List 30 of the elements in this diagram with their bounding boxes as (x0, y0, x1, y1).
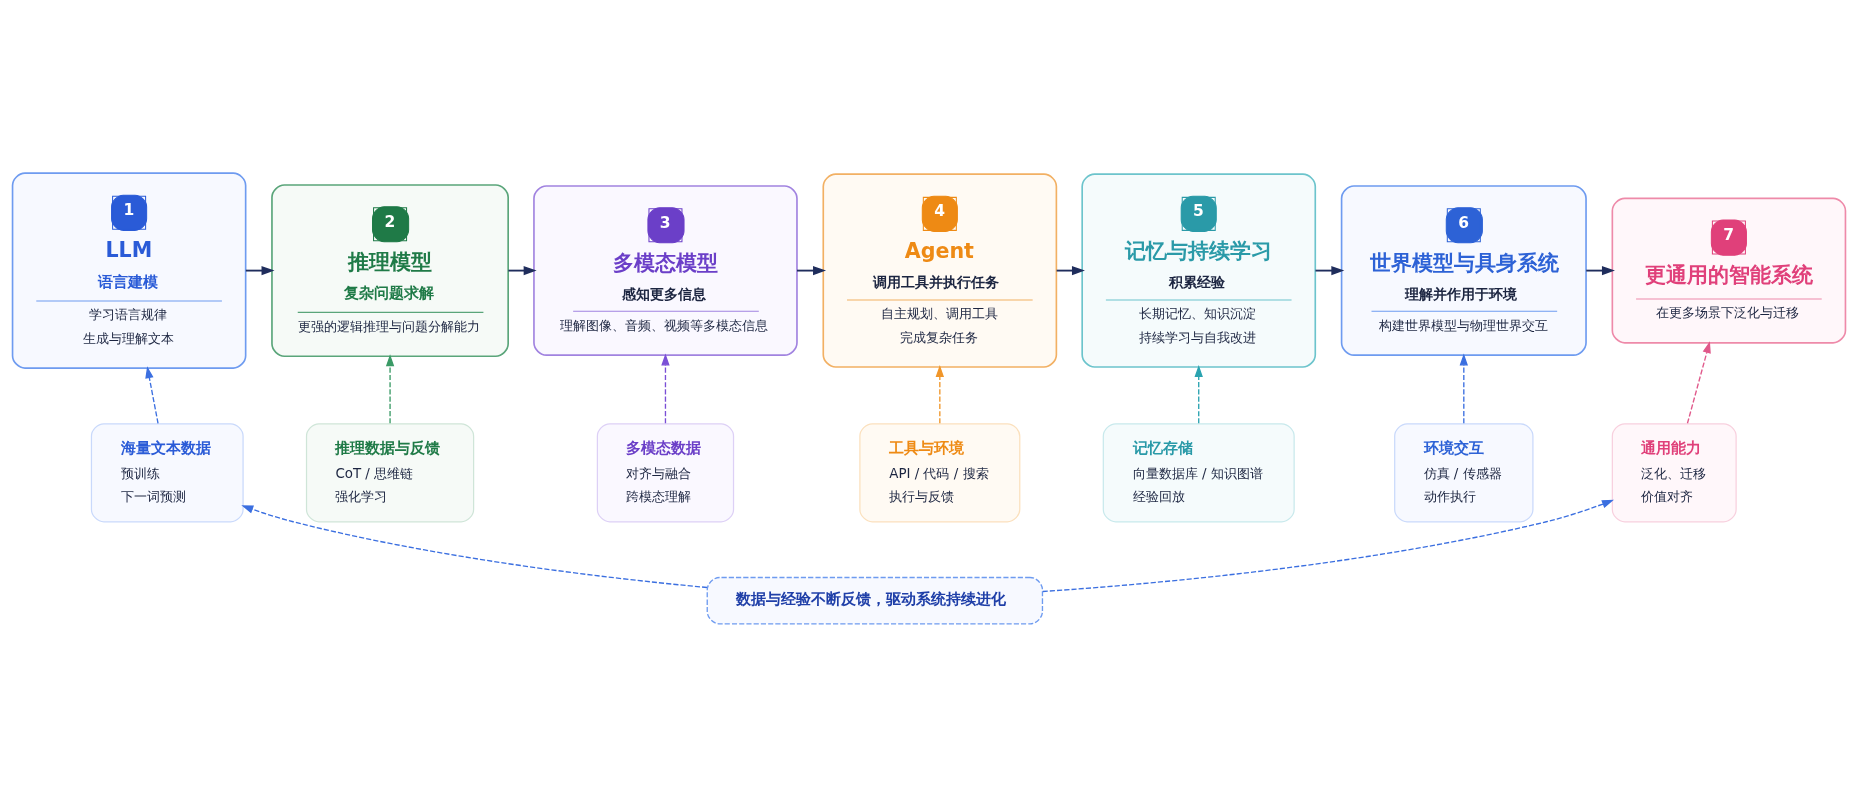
node-box: 1 LLM 语言建模 学习语言规律 生成与理解文本 (11, 171, 247, 369)
node-box: 6 世界模型与具身系统 理解并作用于环境 构建世界模型与物理世界交互 (1340, 184, 1587, 356)
arrow (1585, 265, 1615, 275)
arrow (935, 364, 945, 424)
arrow (1459, 353, 1468, 424)
arrow (1055, 265, 1085, 275)
arrow (241, 504, 708, 588)
node-box: 通用能力 泛化、迁移 价值对齐 (1611, 422, 1737, 522)
node-box: 5 记忆与持续学习 积累经验 长期记忆、知识沉淀 持续学习与自我改进 (1081, 172, 1317, 368)
arrow (1194, 364, 1203, 424)
arrow (385, 353, 395, 424)
arrow (1314, 265, 1345, 275)
node-box: 环境交互 仿真 / 传感器 动作执行 (1394, 422, 1534, 522)
node-box: 3 多模态模型 感知更多信息 理解图像、音频、视频等多模态信息 (533, 184, 798, 356)
node-box: 海量文本数据 预训练 下一词预测 (90, 422, 244, 522)
arrow (244, 265, 275, 275)
arrow (507, 265, 537, 275)
node-box: 7 更通用的智能系统 在更多场景下泛化与迁移 (1611, 197, 1847, 344)
node-box: 多模态数据 对齐与融合 跨模态理解 (596, 422, 735, 522)
node-box: 2 推理模型 复杂问题求解 更强的逻辑推理与问题分解能力 (271, 183, 509, 357)
node-box: 记忆存储 向量数据库 / 知识图谱 经验回放 (1102, 422, 1295, 522)
node-box: 工具与环境 API / 代码 / 搜索 执行与反馈 (859, 422, 1021, 522)
arrow (1042, 499, 1614, 592)
node-box: 数据与经验不断反馈，驱动系统持续进化 (706, 576, 1044, 625)
arrow (796, 265, 827, 275)
node-box: 推理数据与反馈 CoT / 思维链 强化学习 (305, 422, 475, 522)
arrow (145, 365, 159, 424)
arrow (1686, 340, 1711, 424)
node-box: 4 Agent 调用工具并执行任务 自主规划、调用工具 完成复杂任务 (822, 172, 1058, 368)
arrow (661, 353, 670, 424)
